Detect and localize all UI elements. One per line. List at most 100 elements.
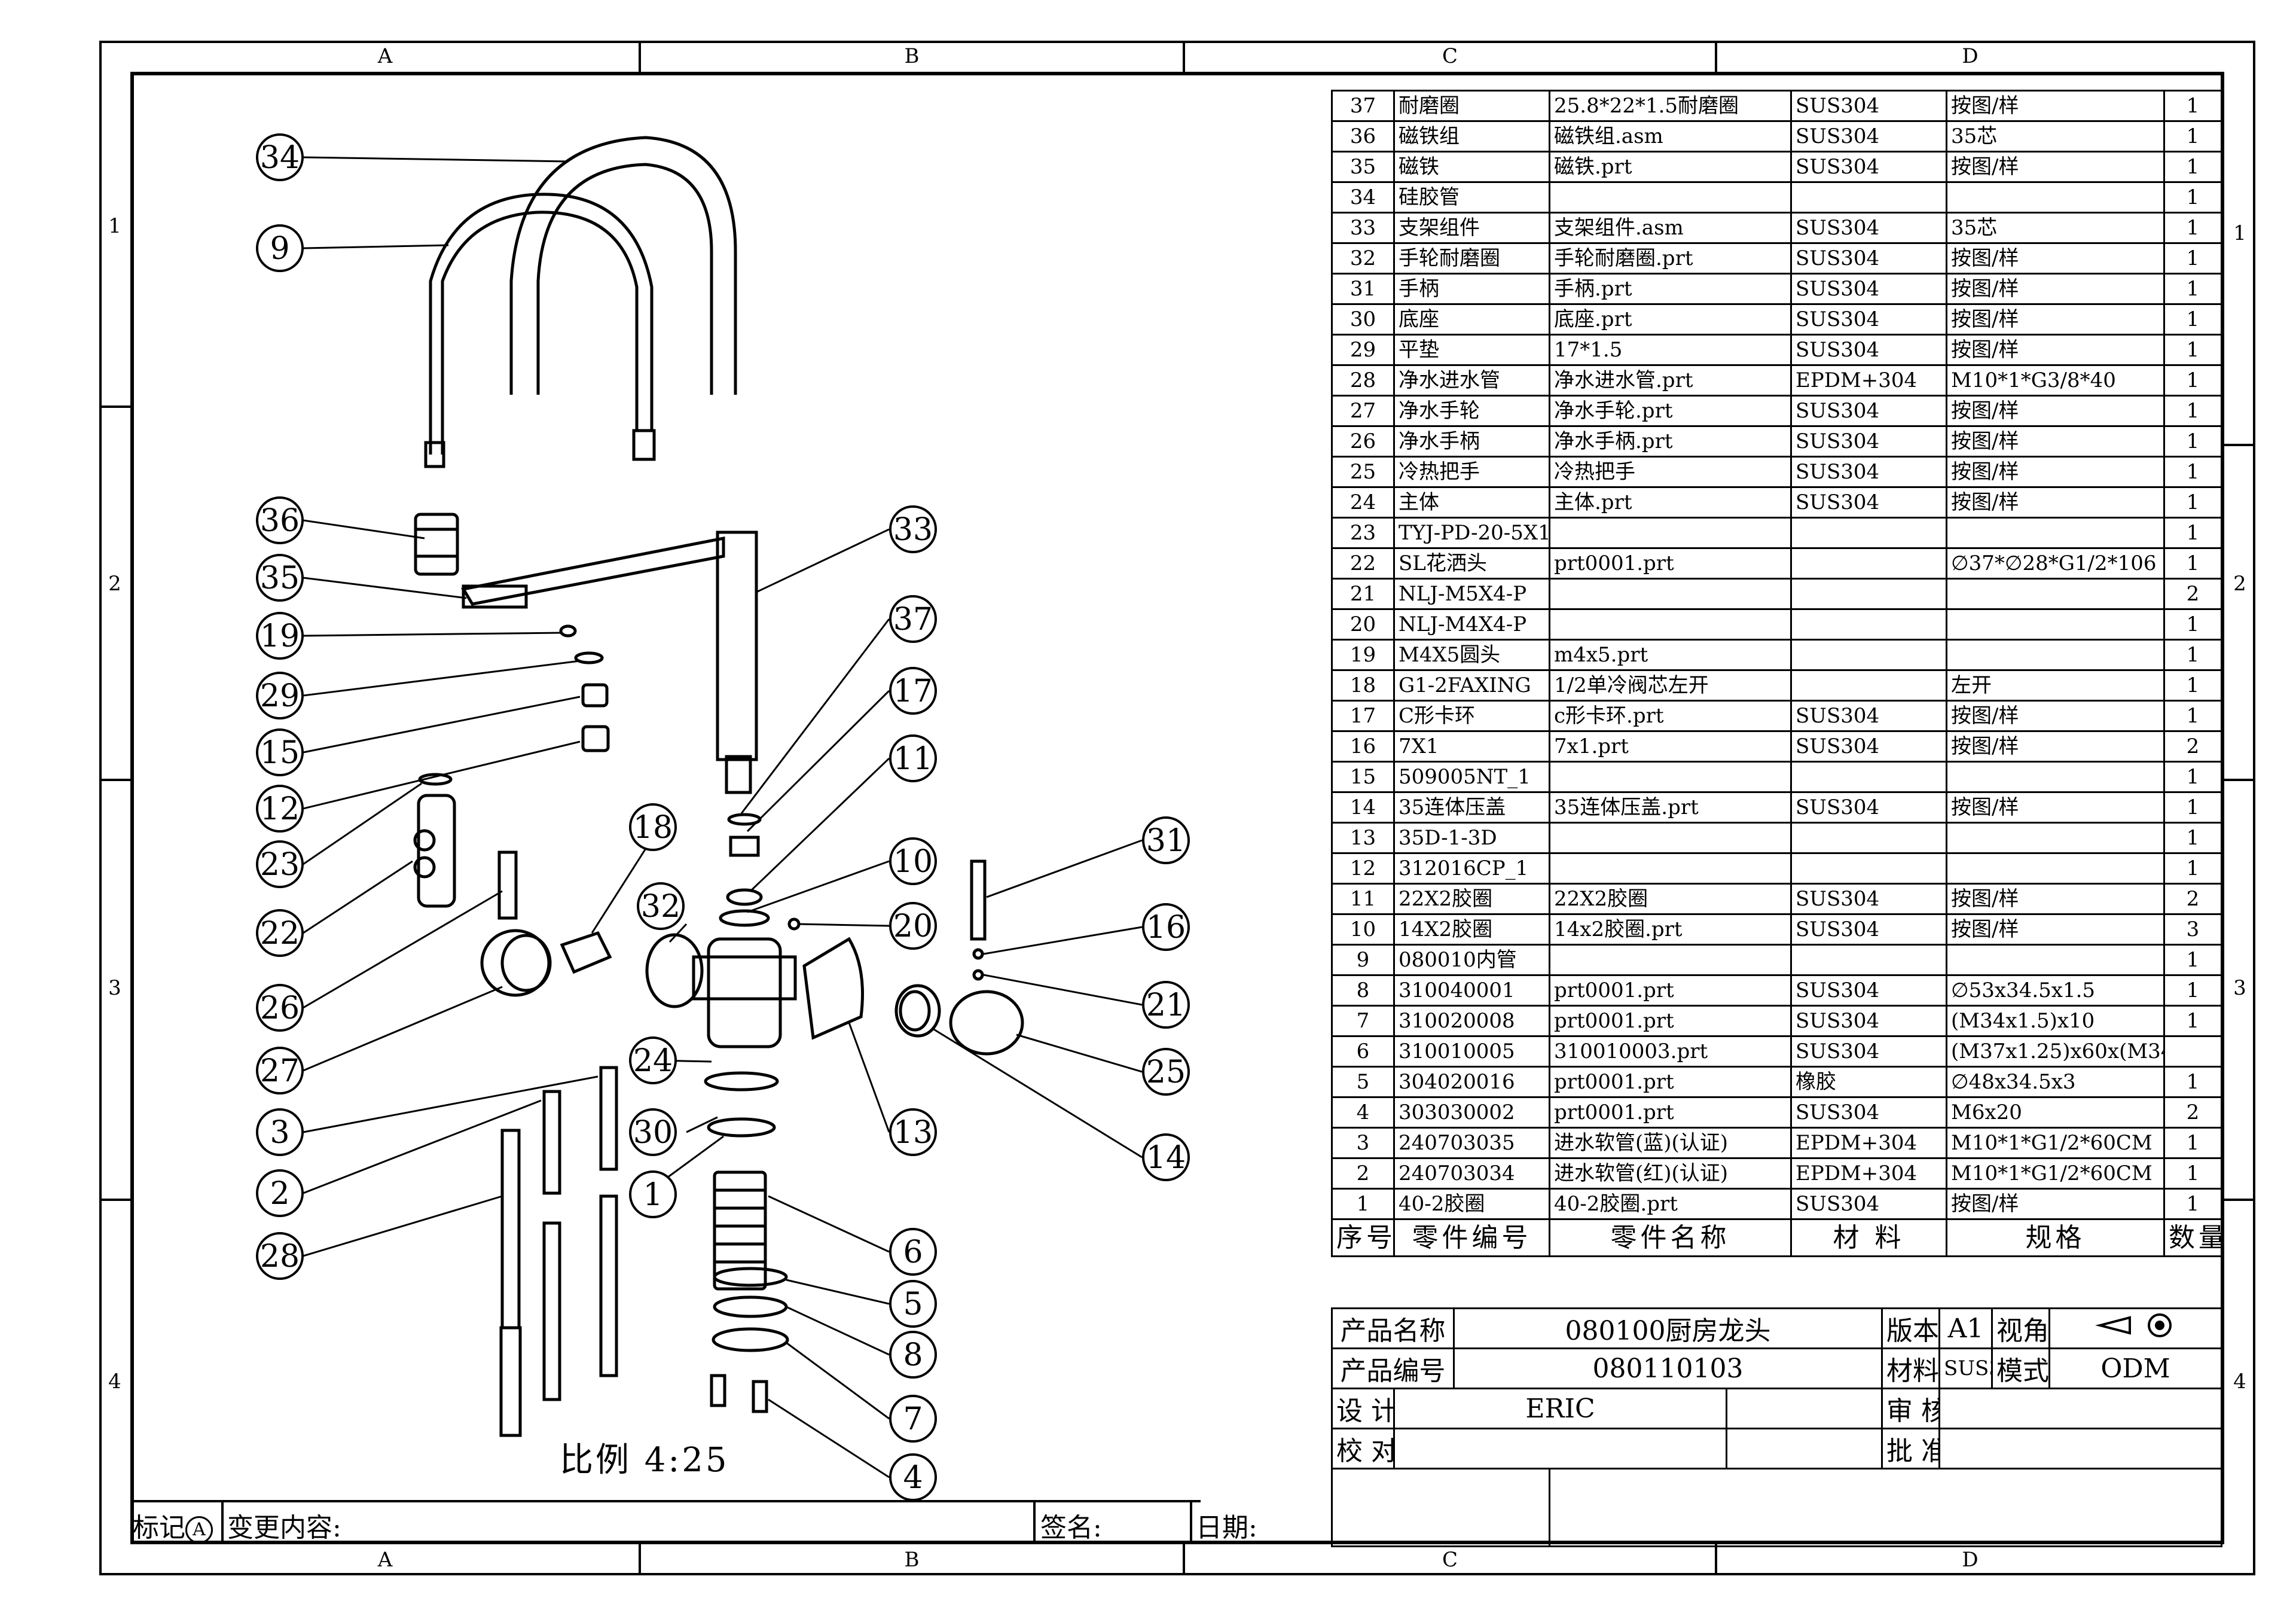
callout-21: 21 bbox=[1142, 981, 1190, 1029]
bom-cell-no: 27 bbox=[1331, 395, 1395, 427]
revision-date-label: 日期: bbox=[1196, 1513, 1257, 1543]
bom-cell-code: 净水手轮 bbox=[1393, 395, 1550, 427]
bom-cell-no: 32 bbox=[1331, 242, 1395, 275]
bom-cell-material: SUS304 bbox=[1790, 1005, 1947, 1037]
bom-cell-material: SUS304 bbox=[1790, 486, 1947, 519]
bom-cell-material bbox=[1790, 547, 1947, 580]
bom-cell-code: 耐磨圈 bbox=[1393, 90, 1550, 122]
bom-cell-name: prt0001.prt bbox=[1549, 1096, 1792, 1129]
zone-col-c-bottom: C bbox=[1442, 1548, 1458, 1572]
callout-label: 17 bbox=[893, 673, 933, 709]
callout-label: 31 bbox=[1146, 823, 1186, 859]
bom-cell-spec bbox=[1946, 608, 2165, 641]
revision-sign-label: 签名: bbox=[1040, 1513, 1102, 1543]
bom-cell-name: 主体.prt bbox=[1549, 486, 1792, 519]
bom-cell-code: G1-2FAXING bbox=[1393, 669, 1550, 702]
bom-cell-material bbox=[1790, 181, 1947, 214]
callout-label: 2 bbox=[270, 1176, 289, 1212]
callout-label: 21 bbox=[1146, 987, 1186, 1023]
bom-cell-code: 22X2胶圈 bbox=[1393, 883, 1550, 915]
title-block: 产品名称 080100厨房龙头 版本 A1 视角 产品编号 080110103 … bbox=[1331, 1307, 2223, 1547]
bom-cell-qty: 1 bbox=[2163, 90, 2222, 122]
bom-cell-spec: 按图/样 bbox=[1946, 395, 2165, 427]
check-label: 校 对 bbox=[1331, 1428, 1395, 1469]
bom-cell-no: 7 bbox=[1331, 1005, 1395, 1037]
bom-header-name: 零件名称 bbox=[1549, 1218, 1792, 1257]
callout-label: 36 bbox=[260, 503, 300, 539]
bom-cell-code: C形卡环 bbox=[1393, 700, 1550, 732]
material-label: 材料 bbox=[1881, 1347, 1941, 1389]
zone-row-2-left: 2 bbox=[108, 572, 121, 596]
bom-cell-no: 24 bbox=[1331, 486, 1395, 519]
callout-label: 19 bbox=[260, 618, 300, 654]
callout-label: 7 bbox=[903, 1401, 923, 1437]
bom-cell-spec: 按图/样 bbox=[1946, 273, 2165, 305]
parts-outline bbox=[413, 136, 1024, 1437]
callout-label: 15 bbox=[260, 735, 300, 771]
bom-cell-code: 310040001 bbox=[1393, 974, 1550, 1007]
bom-cell-qty: 1 bbox=[2163, 212, 2222, 244]
bom-cell-material: SUS304 bbox=[1790, 974, 1947, 1007]
product-code-label: 产品编号 bbox=[1331, 1347, 1455, 1389]
bom-cell-qty: 2 bbox=[2163, 730, 2222, 763]
zone-col-d-bottom: D bbox=[1962, 1548, 1979, 1572]
bom-cell-material: SUS304 bbox=[1790, 273, 1947, 305]
bom-cell-no: 8 bbox=[1331, 974, 1395, 1007]
bom-cell-spec: M6x20 bbox=[1946, 1096, 2165, 1129]
bom-cell-code: NLJ-M4X4-P bbox=[1393, 608, 1550, 641]
bom-cell-material: SUS304 bbox=[1790, 212, 1947, 244]
bom-cell-name: m4x5.prt bbox=[1549, 639, 1792, 671]
bom-cell-material bbox=[1790, 761, 1947, 793]
bom-cell-no: 30 bbox=[1331, 303, 1395, 336]
bom-cell-code: 40-2胶圈 bbox=[1393, 1188, 1550, 1220]
bom-cell-name: 磁铁组.asm bbox=[1549, 120, 1792, 153]
callout-label: 34 bbox=[260, 140, 300, 176]
callout-35: 35 bbox=[256, 554, 304, 602]
product-name-label: 产品名称 bbox=[1331, 1307, 1455, 1349]
drawing-border-inner bbox=[130, 72, 2224, 1544]
callout-label: 29 bbox=[260, 678, 300, 714]
bom-cell-no: 12 bbox=[1331, 852, 1395, 885]
zone-col-c-top: C bbox=[1442, 44, 1458, 68]
callout-23: 23 bbox=[256, 840, 304, 888]
bom-cell-qty: 1 bbox=[2163, 761, 2222, 793]
bom-cell-material: SUS304 bbox=[1790, 730, 1947, 763]
bom-cell-code: SL花洒头 bbox=[1393, 547, 1550, 580]
bom-cell-name: c形卡环.prt bbox=[1549, 700, 1792, 732]
bom-cell-spec: ∅48x34.5x3 bbox=[1946, 1066, 2165, 1098]
bom-cell-qty: 1 bbox=[2163, 181, 2222, 214]
bom-cell-name: 底座.prt bbox=[1549, 303, 1792, 336]
callout-label: 11 bbox=[893, 741, 933, 777]
bom-cell-no: 29 bbox=[1331, 334, 1395, 366]
bom-cell-spec: M10*1*G3/8*40 bbox=[1946, 364, 2165, 397]
bom-cell-code: 磁铁 bbox=[1393, 151, 1550, 183]
bom-cell-spec: 左开 bbox=[1946, 669, 2165, 702]
bom-cell-material bbox=[1790, 852, 1947, 885]
bom-cell-name: 进水软管(红)(认证) bbox=[1549, 1157, 1792, 1190]
bom-cell-spec: 35芯 bbox=[1946, 212, 2165, 244]
bom-cell-code: 240703034 bbox=[1393, 1157, 1550, 1190]
version-label: 版本 bbox=[1881, 1307, 1941, 1349]
blank-cell-right bbox=[1548, 1468, 2223, 1547]
bom-cell-code: 35连体压盖 bbox=[1393, 791, 1550, 824]
callout-label: 35 bbox=[260, 560, 300, 596]
bom-cell-spec: 按图/样 bbox=[1946, 730, 2165, 763]
bom-cell-code: 080010内管 bbox=[1393, 944, 1550, 976]
bom-cell-material: SUS304 bbox=[1790, 456, 1947, 488]
bom-cell-name: 净水进水管.prt bbox=[1549, 364, 1792, 397]
material-value: SUS304 bbox=[1938, 1347, 1993, 1389]
bom-cell-no: 22 bbox=[1331, 547, 1395, 580]
bom-cell-code: 240703035 bbox=[1393, 1127, 1550, 1159]
bom-cell-qty: 1 bbox=[2163, 1066, 2222, 1098]
bom-cell-no: 10 bbox=[1331, 913, 1395, 946]
bom-cell-material: SUS304 bbox=[1790, 883, 1947, 915]
bom-cell-material: SUS304 bbox=[1790, 395, 1947, 427]
